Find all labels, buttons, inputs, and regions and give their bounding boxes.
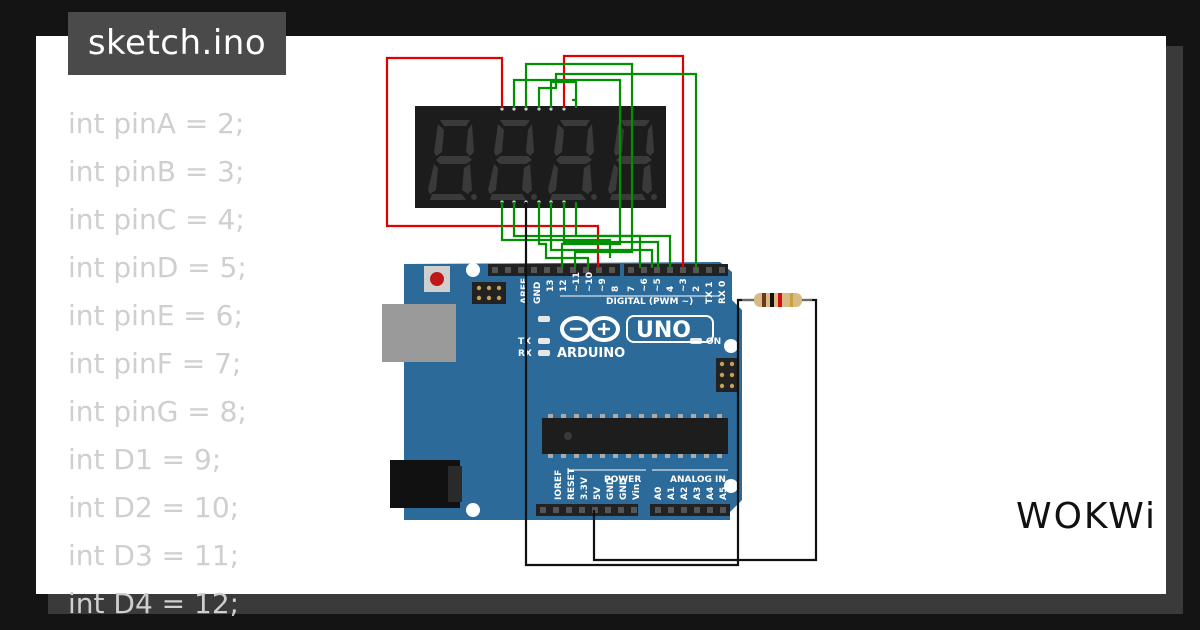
file-tab[interactable]: sketch.ino (68, 12, 286, 75)
digital-label: DIGITAL (PWM ~) (606, 297, 693, 307)
code-line: int D1 = 9; (68, 443, 222, 476)
pin-label-gnd: GND (533, 282, 543, 304)
pin-label: GND (619, 478, 629, 500)
seven-segment-display[interactable] (415, 106, 666, 208)
code-line: int pinD = 5; (68, 251, 247, 284)
code-line: int pinG = 8; (68, 395, 247, 428)
code-line: int D3 = 11; (68, 539, 240, 572)
pin-label: ~11 (572, 272, 582, 292)
pin-label: Vin (632, 484, 642, 500)
pin-label: ~3 (679, 278, 689, 292)
digital-header-low[interactable] (624, 264, 728, 276)
pin-label: ~5 (653, 278, 663, 292)
analog-header[interactable] (650, 504, 730, 516)
code-line: int pinE = 6; (68, 299, 243, 332)
pin-label: 2 (692, 286, 702, 292)
wokwi-logo-text: WOKWi (1016, 496, 1157, 537)
pin-label: 5V (593, 487, 603, 500)
resistor[interactable] (742, 293, 812, 307)
on-label: ON (706, 337, 721, 347)
tx-label: TX (518, 337, 531, 347)
pin-label: 3.3V (580, 477, 590, 500)
wokwi-logo: WOKWi (1016, 496, 1157, 537)
power-header[interactable] (536, 504, 638, 516)
code-line: int pinB = 3; (68, 155, 245, 188)
code-preview: int pinA = 2; int pinB = 3; int pinC = 4… (68, 100, 398, 628)
model-label: UNO (636, 318, 691, 343)
code-line: int pinA = 2; (68, 107, 245, 140)
pin-label: ~10 (585, 272, 595, 292)
pin-label: ~9 (598, 278, 608, 292)
pin-label: A2 (680, 487, 690, 500)
pin-label: IOREF (554, 470, 564, 500)
pin-label: A5 (719, 487, 729, 500)
power-label: POWER (604, 475, 641, 485)
pin-label: A3 (693, 487, 703, 500)
arduino-infinity-icon (560, 316, 620, 342)
code-line: int D4 = 12; (68, 587, 240, 620)
atmega-chip (542, 418, 728, 454)
code-line: int D2 = 10; (68, 491, 240, 524)
brand-label: ARDUINO (557, 346, 625, 361)
pin-label: A0 (654, 487, 664, 500)
pin-label: 13 (546, 279, 556, 292)
pin-label: A4 (706, 487, 716, 500)
pin-label: RESET (567, 467, 577, 500)
pin-label: RX 0 (718, 281, 728, 304)
pin-label: TX 1 (705, 282, 715, 304)
usb-port (382, 304, 456, 362)
pin-label: 7 (627, 286, 637, 292)
code-line: int pinC = 4; (68, 203, 245, 236)
analog-label: ANALOG IN (670, 475, 726, 485)
arduino-uno-board[interactable]: AREF GND 13 12 ~11 ~10 ~9 8 7 ~6 ~5 4 ~3… (382, 262, 742, 520)
pin-label: 12 (559, 279, 569, 292)
pin-label: 8 (611, 286, 621, 292)
pin-label: GND (606, 478, 616, 500)
pin-label: 4 (666, 286, 676, 292)
pin-label: A1 (667, 487, 677, 500)
code-line: int pinF = 7; (68, 347, 242, 380)
pin-label: ~6 (640, 278, 650, 292)
